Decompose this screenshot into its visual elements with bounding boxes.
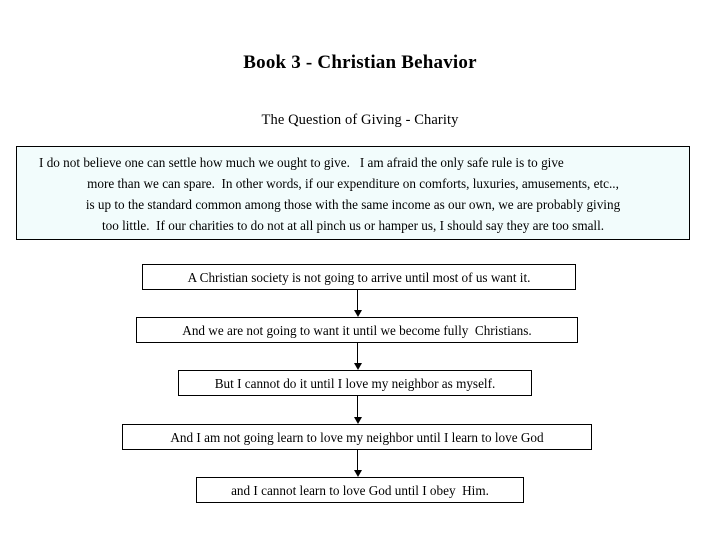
quote-line-2: more than we can spare. In other words, … <box>87 176 619 191</box>
quote-line-4: too little. If our charities to do not a… <box>101 218 605 233</box>
flow-arrow-2 <box>353 343 362 370</box>
flow-node-2[interactable]: And we are not going to want it until we… <box>136 317 578 343</box>
page-title: Book 3 - Christian Behavior <box>243 52 477 73</box>
quote-line-3: is up to the standard common among those… <box>85 197 621 212</box>
flow-node-4[interactable]: And I am not going learn to love my neig… <box>122 424 592 450</box>
quote-box: I do not believe one can settle how much… <box>16 146 690 240</box>
page-subtitle: The Question of Giving - Charity <box>261 112 459 128</box>
quote-line-1: I do not believe one can settle how much… <box>39 155 564 170</box>
flow-arrow-3 <box>353 396 362 424</box>
flow-arrow-4 <box>353 450 362 477</box>
flow-node-1[interactable]: A Christian society is not going to arri… <box>142 264 576 290</box>
flow-arrow-1 <box>353 290 362 317</box>
flow-node-3[interactable]: But I cannot do it until I love my neigh… <box>178 370 532 396</box>
flow-node-5[interactable]: and I cannot learn to love God until I o… <box>196 477 524 503</box>
